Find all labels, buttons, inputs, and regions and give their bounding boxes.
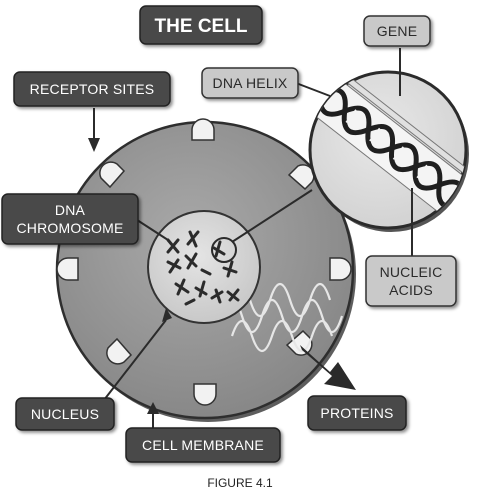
- light-label-boxes: [201, 15, 457, 307]
- dna-chromosome-label-line1: DNA: [55, 202, 86, 218]
- receptor-site: [193, 383, 217, 406]
- receptor-site: [106, 337, 133, 365]
- page-title: THE CELL: [155, 16, 248, 37]
- dna-chromosome-label-line2: CHROMOSOME: [17, 220, 124, 236]
- nucleus: [147, 210, 261, 324]
- receptor-site: [329, 257, 352, 281]
- dna-highlight-circle: [211, 237, 237, 263]
- receptor-sites-label: RECEPTOR SITES: [30, 81, 155, 97]
- gene-label: GENE: [377, 23, 417, 39]
- membrane-arrow-head: [147, 402, 159, 414]
- nucleus-label: NUCLEUS: [31, 406, 99, 422]
- nucleus-arrow-head: [162, 308, 172, 322]
- dna-helix-label: DNA HELIX: [213, 75, 288, 91]
- dark-label-boxes: [1, 71, 407, 463]
- chromosomes: [166, 230, 240, 306]
- receptor-site: [191, 118, 215, 141]
- zoom-connector: [231, 189, 313, 243]
- leader-lines: [93, 48, 413, 428]
- proteins-arrow: [300, 345, 356, 390]
- receptor-site: [99, 161, 126, 189]
- receptor-site: [56, 257, 79, 281]
- nucleic-acids-label-line2: ACIDS: [389, 282, 433, 298]
- receptor-arrow-head: [88, 138, 100, 152]
- zoom-circle: [308, 70, 469, 232]
- receptor-sites: [56, 118, 352, 406]
- title-box: [139, 5, 263, 45]
- proteins-label: PROTEINS: [320, 405, 393, 421]
- cell-membrane-label: CELL MEMBRANE: [142, 437, 264, 453]
- figure-caption: FIGURE 4.1: [207, 476, 273, 490]
- nucleic-acids-label-line1: NUCLEIC: [380, 264, 443, 280]
